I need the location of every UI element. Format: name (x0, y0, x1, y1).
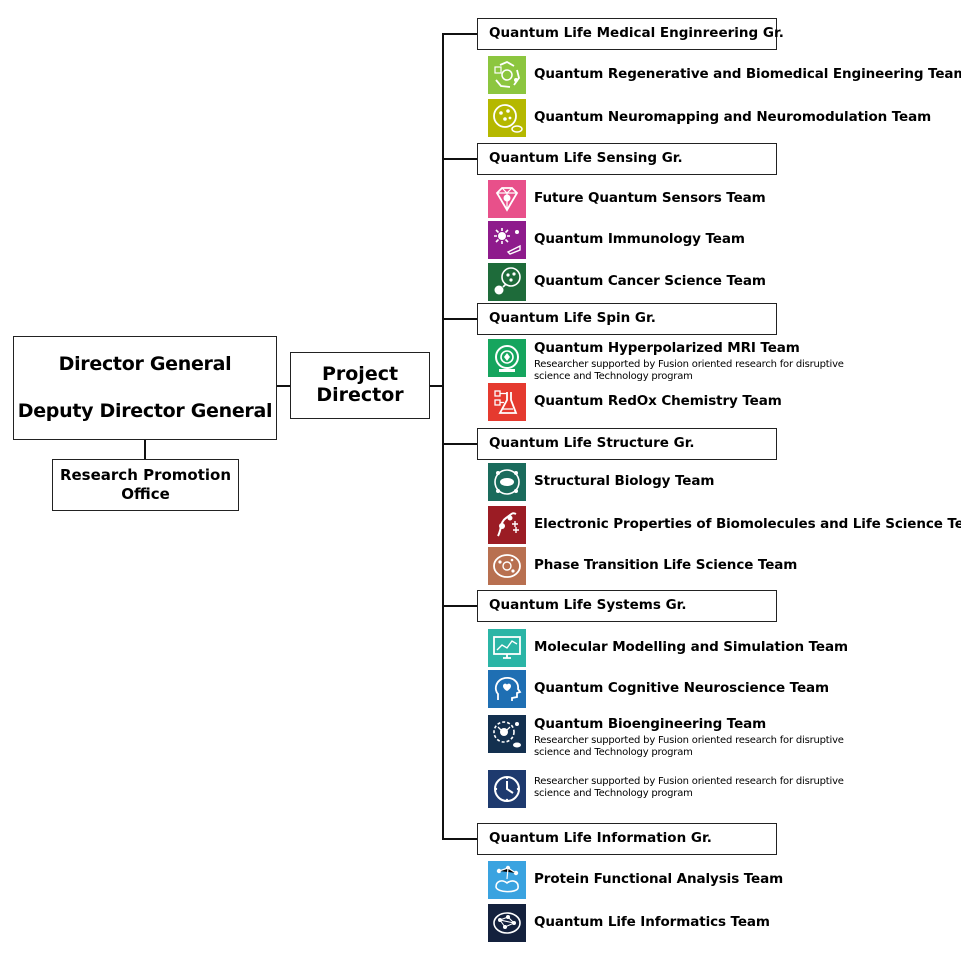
mri-icon (488, 339, 526, 377)
group-label: Quantum Life Information Gr. (489, 830, 712, 846)
director-general-label: Director General (58, 353, 232, 375)
group-label: Quantum Life Medical Enginreering Gr. (489, 25, 784, 41)
group-box-systems: Quantum Life Systems Gr. (477, 590, 777, 622)
protein-network-icon (488, 861, 526, 899)
phase-transition-icon (488, 547, 526, 585)
connector-line (430, 385, 443, 387)
connector-line (442, 605, 477, 607)
fusion-researcher-note: Researcher supported by Fusion oriented … (534, 359, 844, 382)
group-label: Quantum Life Systems Gr. (489, 597, 687, 613)
network-brain-icon (488, 904, 526, 942)
group-label: Quantum Life Sensing Gr. (489, 150, 683, 166)
team-name: Structural Biology Team (534, 473, 715, 489)
group-label: Quantum Life Structure Gr. (489, 435, 695, 451)
connector-line (442, 33, 477, 35)
group-label: Quantum Life Spin Gr. (489, 310, 656, 326)
team-name: Quantum Bioengineering Team (534, 716, 767, 732)
fusion-researcher-note: Researcher supported by Fusion oriented … (534, 735, 844, 758)
immune-cell-icon (488, 221, 526, 259)
bioengineering-icon (488, 715, 526, 753)
fusion-researcher-note: Researcher supported by Fusion oriented … (534, 776, 844, 799)
regenerative-icon (488, 56, 526, 94)
connector-line (277, 385, 290, 387)
team-name: Quantum Life Informatics Team (534, 914, 770, 930)
team-name: Quantum Cognitive Neuroscience Team (534, 680, 829, 696)
team-name: Phase Transition Life Science Team (534, 557, 798, 573)
team-name: Molecular Modelling and Simulation Team (534, 639, 848, 655)
diamond-sensor-icon (488, 180, 526, 218)
connector-line (144, 440, 146, 459)
trunk-line (442, 33, 444, 839)
monitor-simulation-icon (488, 629, 526, 667)
team-name: Quantum RedOx Chemistry Team (534, 393, 782, 409)
flask-icon (488, 383, 526, 421)
team-name: Protein Functional Analysis Team (534, 871, 784, 887)
brain-head-icon (488, 670, 526, 708)
team-name: Quantum Hyperpolarized MRI Team (534, 340, 800, 356)
group-box-medical-engineering: Quantum Life Medical Enginreering Gr. (477, 18, 784, 50)
protein-structure-icon (488, 463, 526, 501)
connector-line (442, 158, 477, 160)
team-name: Electronic Properties of Biomolecules an… (534, 516, 961, 532)
deputy-director-general-label: Deputy Director General (17, 400, 273, 422)
clock-icon (488, 770, 526, 808)
team-name: Quantum Immunology Team (534, 231, 745, 247)
connector-line (442, 318, 477, 320)
group-box-information: Quantum Life Information Gr. (477, 823, 777, 855)
group-box-structure: Quantum Life Structure Gr. (477, 428, 777, 460)
team-name: Quantum Regenerative and Biomedical Engi… (534, 66, 961, 82)
connector-line (442, 838, 477, 840)
team-name: Quantum Cancer Science Team (534, 273, 766, 289)
cancer-cell-icon (488, 263, 526, 301)
connector-line (442, 443, 477, 445)
director-general-box: Director General Deputy Director General (13, 336, 277, 440)
biomolecule-icon (488, 506, 526, 544)
neuromapping-icon (488, 99, 526, 137)
group-box-spin: Quantum Life Spin Gr. (477, 303, 777, 335)
group-box-sensing: Quantum Life Sensing Gr. (477, 143, 777, 175)
team-name: Quantum Neuromapping and Neuromodulation… (534, 109, 932, 125)
team-name: Future Quantum Sensors Team (534, 190, 766, 206)
